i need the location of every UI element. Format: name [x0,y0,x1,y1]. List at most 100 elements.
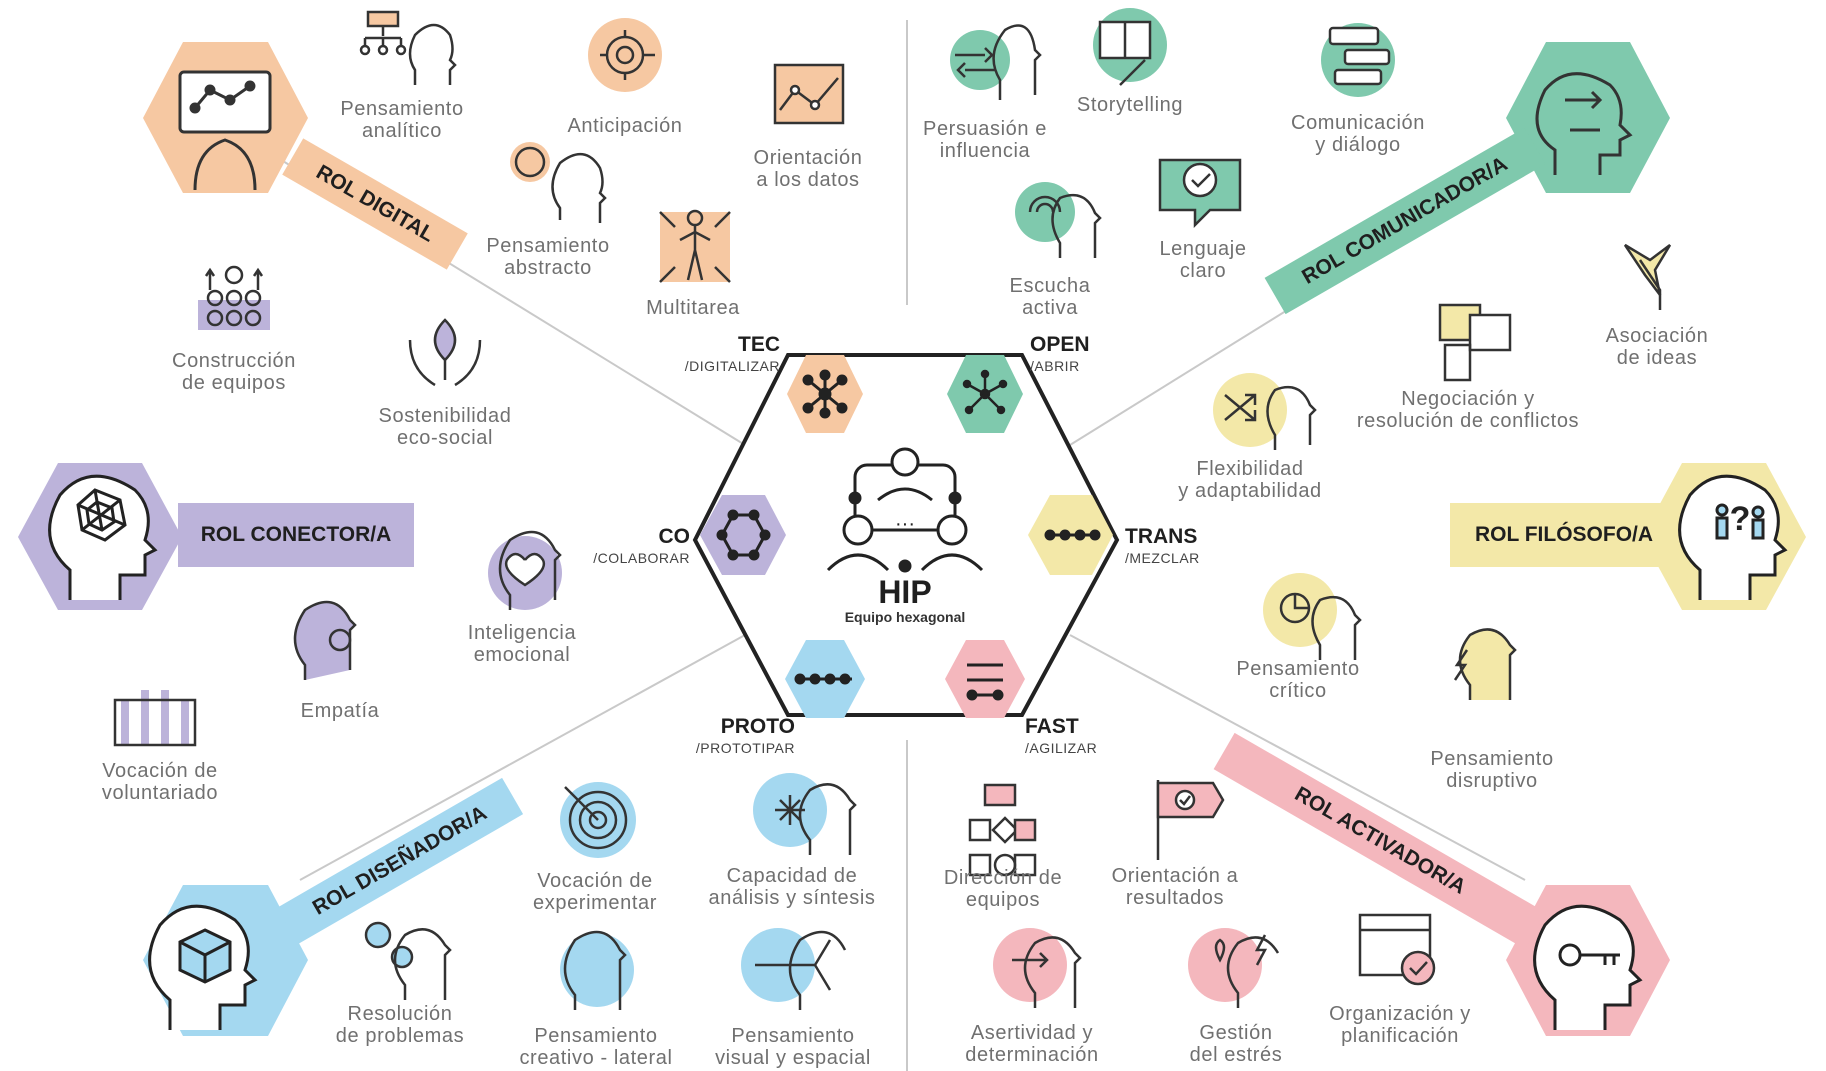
agile-flow-icon [966,663,1004,701]
skill-line: Multitarea [646,297,740,319]
digital-head-icon [178,70,272,191]
skill-line: Dirección de [943,867,1063,889]
role-activador-hexagon [1506,885,1670,1036]
category-tec-name: TEC [738,333,780,356]
skill-line: Lenguaje [1159,238,1247,260]
category-tec: TEC /DIGITALIZAR [665,333,780,374]
skill-line: análisis y síntesis [708,887,876,909]
skill-line: Pensamiento [731,1025,855,1047]
book-wand-icon [1093,8,1167,86]
skill-multitarea: Multitarea [646,297,740,319]
role-filosofo-hexagon: ? [1642,463,1806,610]
skill-line: a los datos [756,169,860,191]
category-co: CO /COLABORAR [570,525,690,566]
hands-plant-icon [408,318,482,387]
raised-hands-icon [113,690,197,747]
role-digital-hexagon [143,42,308,193]
multitask-icon [659,209,731,283]
line-chart-icon [773,63,845,125]
skill-line: y adaptabilidad [1178,480,1322,502]
skill-line: Escucha [1009,275,1091,297]
tec-hexagon [787,355,863,433]
category-proto: PROTO /PROTOTIPAR [665,715,795,756]
skill-line: disruptivo [1446,770,1538,792]
calendar-icon [1358,913,1436,986]
skill-line: claro [1179,260,1227,282]
category-fast-verb: /AGILIZAR [1025,740,1098,756]
skill-line: de problemas [335,1025,465,1047]
skill-line: creativo - lateral [519,1047,673,1069]
gear-circle-icon [588,18,662,92]
skill-line: Vocación de [102,760,218,782]
skill-line: Empatía [300,700,380,722]
skill-line: Vocación de [537,870,653,892]
skill-line: Resolución [347,1003,453,1025]
skill-line: Persuasión e [923,118,1047,140]
skill-line: Orientación [753,147,863,169]
category-tec-verb: /DIGITALIZAR [684,358,780,374]
skill-line: abstracto [504,257,592,279]
skill-line: planificación [1341,1025,1459,1047]
target-icon [560,782,636,858]
skill-line: emocional [473,644,571,666]
skill-line: eco-social [396,427,494,449]
role-banner-filosofo: ROL FILÓSOFO/A [1450,503,1678,567]
skill-line: Capacidad de [726,865,858,887]
skill-line: determinación [965,1044,1099,1066]
storm-head-icon [1453,628,1517,700]
skill-line: y diálogo [1315,134,1401,156]
network-icon [802,369,848,419]
analysis-head-icon [753,773,857,855]
team-building-icon [198,265,270,330]
trans-hexagon [1028,495,1113,575]
skill-icons [113,8,1672,1010]
chat-bubbles-icon [1321,23,1395,97]
open-hexagon [947,355,1023,433]
clear-language-icon [1158,158,1242,229]
category-proto-verb: /PROTOTIPAR [695,740,795,756]
question-head-icon: ? [1678,474,1788,600]
visual-head-icon [741,928,847,1010]
fast-hexagon [945,640,1025,718]
skill-line: equipos [965,889,1041,911]
category-co-verb: /COLABORAR [593,550,690,566]
skill-line: Negociación y [1401,388,1535,410]
emotional-head-icon [488,530,562,610]
skill-line: visual y espacial [715,1047,871,1069]
skill-line: de equipos [182,372,286,394]
skill-line: Sostenibilidad [378,405,512,427]
category-co-name: CO [658,525,691,548]
gears-head-icon [364,921,452,1000]
center-label: HIP Equipo hexagonal [845,575,966,625]
center-title: HIP [878,574,932,610]
skill-line: Orientación a [1111,865,1239,887]
category-open: OPEN /ABRIR [1030,333,1150,374]
role-comunicador-hexagon [1506,42,1670,193]
skill-line: Asociación [1605,325,1709,347]
category-fast: FAST /AGILIZAR [1025,715,1145,756]
lightbulb-head-icon [510,142,607,223]
ring-network-icon [716,509,771,561]
flag-icon [1156,780,1225,860]
category-trans-verb: /MEZCLAR [1125,550,1200,566]
skill-line: influencia [939,140,1031,162]
skill-line: Storytelling [1076,94,1184,116]
skill-line: Pensamiento [1430,748,1554,770]
skill-line: voluntariado [101,782,219,804]
category-trans-name: TRANS [1125,525,1198,548]
spoke-bottom-left [299,634,746,881]
stress-head-icon [1188,928,1280,1008]
negotiation-icon [1438,303,1512,382]
critical-thinking-head-icon [1263,573,1362,660]
spoke-bottom-right [1069,634,1526,881]
